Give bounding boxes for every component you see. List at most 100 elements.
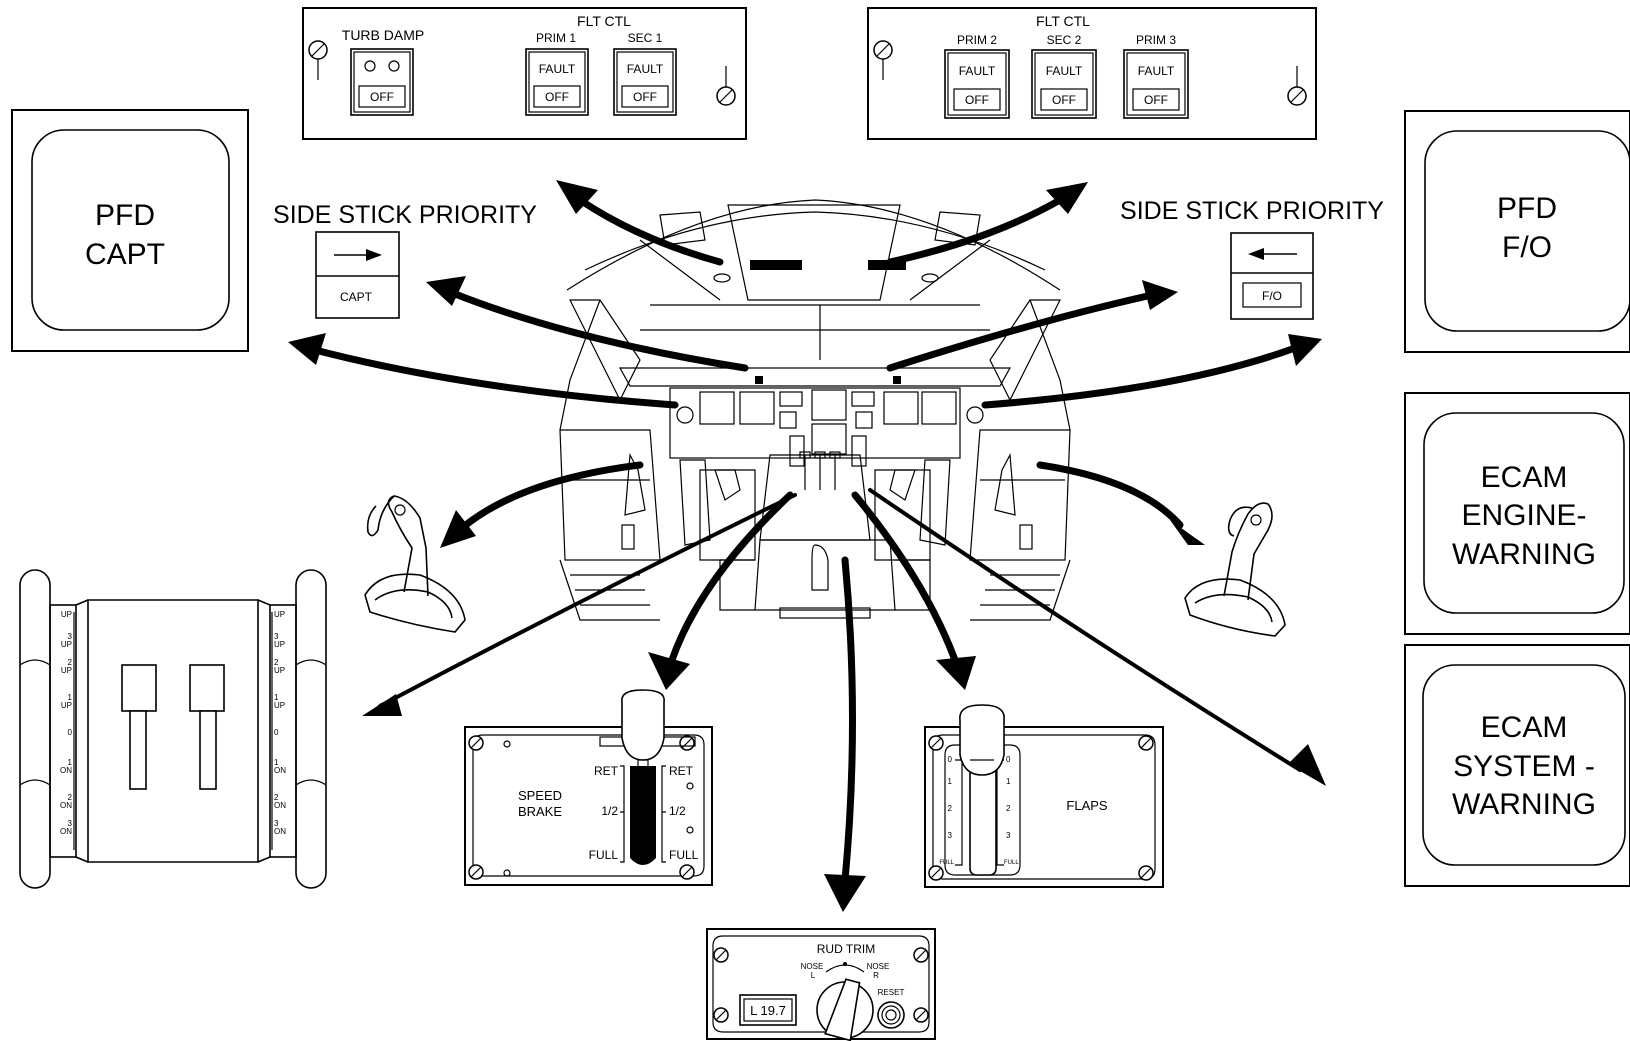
flaps-tick-full-right: FULL [1004,860,1019,866]
rud-trim-nose-l: NOSE [801,962,824,971]
trim-scale-label: UP [274,666,285,675]
flaps-panel: 0 1 2 3 FULL 0 1 2 3 FULL FLAPS [925,705,1163,887]
trim-scale-label: UP [61,640,72,649]
sec2-fault-label: FAULT [1046,64,1083,78]
speed-brake-panel: SPEED BRAKE RET 1/2 FULL RET 1/2 FULL [465,690,712,885]
trim-scale-label: UP [61,701,72,710]
rud-trim-reset-button[interactable] [878,1002,904,1028]
side-stick-priority-title-right: SIDE STICK PRIORITY [1120,197,1384,225]
ecam-engine-line2: ENGINE- [1461,499,1586,532]
side-stick-priority-capt-button[interactable]: CAPT [316,232,399,318]
pitch-trim-scale-left: UP 3 UP 2 UP 1 UP 0 1 ON 2 ON 3 ON [60,610,74,850]
prim1-button[interactable]: FAULT OFF [526,49,588,115]
rud-trim-title: RUD TRIM [817,942,875,956]
sec2-off-label: OFF [1052,93,1076,107]
turb-damp-button[interactable]: OFF [351,49,413,115]
pfd-capt-line1: PFD [95,199,155,232]
pfd-capt-line2: CAPT [85,238,165,271]
prim3-label: PRIM 3 [1136,33,1176,47]
trim-scale-label: ON [60,801,72,810]
glareshield-marker [755,376,763,384]
ecam-engine-line1: ECAM [1481,461,1568,494]
pitch-trim-lever-left[interactable] [122,665,156,789]
screw-icon [914,1008,928,1022]
trim-scale-label: ON [274,801,286,810]
screw-icon [680,865,694,879]
flaps-label: FLAPS [1066,798,1108,813]
side-stick-priority-fo-button[interactable]: F/O [1231,233,1313,319]
glareshield-marker [893,376,901,384]
side-stick-capt [365,496,465,632]
callout-arrows [288,180,1326,912]
trim-scale-label: UP [274,640,285,649]
pitch-trim-lever-right[interactable] [190,665,224,789]
rud-trim-panel: RUD TRIM NOSE L NOSE R L 19.7 RESET [707,929,935,1040]
speed-brake-half-right: 1/2 [669,804,686,818]
ecam-system-warning-display: ECAM SYSTEM - WARNING [1405,645,1630,886]
flaps-tick-2-left: 2 [948,804,953,813]
screw-icon [469,865,483,879]
flaps-tick-0-right: 0 [1006,755,1011,764]
prim3-off-label: OFF [1144,93,1168,107]
side-stick-priority-title-left: SIDE STICK PRIORITY [273,201,537,229]
ecam-engine-line3: WARNING [1452,538,1596,571]
screw-icon [714,1008,728,1022]
trim-scale-label: UP [274,701,285,710]
prim1-off-label: OFF [545,90,569,104]
pfd-fo-display: PFD F/O [1405,111,1630,352]
trim-scale-label: 0 [68,728,73,737]
rud-trim-center-dot [843,962,847,966]
prim1-fault-label: FAULT [539,62,576,76]
screw-icon [309,41,327,59]
pfd-fo-line2: F/O [1502,231,1552,264]
screw-icon [1139,736,1153,750]
flaps-tick-0-left: 0 [948,755,953,764]
prim3-button[interactable]: FAULT OFF [1124,50,1188,118]
prim2-fault-label: FAULT [959,64,996,78]
ecam-system-line1: ECAM [1481,711,1568,744]
screw-icon [914,948,928,962]
flt-ctl-title-left: FLT CTL [577,13,631,29]
sec2-button[interactable]: FAULT OFF [1032,50,1096,118]
trim-scale-label: ON [60,766,72,775]
prim2-off-label: OFF [965,93,989,107]
screw-icon [929,866,943,880]
flaps-tick-3-right: 3 [1006,831,1011,840]
trim-scale-label: UP [61,666,72,675]
pitch-trim-scale-right: UP 3 UP 2 UP 1 UP 0 1 ON 2 ON 3 ON [272,610,286,850]
speed-brake-half-left: 1/2 [601,804,618,818]
ecam-engine-warning-display: ECAM ENGINE- WARNING [1405,393,1630,634]
speed-brake-label-line1: SPEED [518,788,562,803]
sec2-label: SEC 2 [1047,33,1082,47]
turb-damp-off-label: OFF [370,90,394,104]
rud-trim-display-value: L 19.7 [750,1003,786,1018]
trim-scale-label: ON [60,827,72,836]
side-stick-priority-capt: SIDE STICK PRIORITY CAPT [273,201,537,318]
side-stick-fo-label: F/O [1262,289,1282,303]
rud-trim-nose-r: NOSE [867,962,890,971]
trim-scale-label: UP [274,610,285,619]
sec1-button[interactable]: FAULT OFF [614,49,676,115]
rud-trim-l: L [811,971,816,980]
trim-scale-label: ON [274,766,286,775]
side-stick-fo [1185,503,1285,636]
prim1-label: PRIM 1 [536,31,576,45]
flaps-tick-1-right: 1 [1006,777,1011,786]
speed-brake-full-right: FULL [669,848,699,862]
ecam-system-line3: WARNING [1452,788,1596,821]
screw-icon [717,87,735,105]
screw-icon [714,948,728,962]
trim-scale-label: 0 [274,728,279,737]
flt-ctl-title-right: FLT CTL [1036,13,1090,29]
prim2-button[interactable]: FAULT OFF [945,50,1009,118]
pitch-trim-wheels: UP 3 UP 2 UP 1 UP 0 1 ON 2 ON 3 ON UP 3 … [20,570,326,888]
screw-icon [874,41,892,59]
sec1-label: SEC 1 [628,31,663,45]
rud-trim-reset-label: RESET [878,988,905,997]
flt-ctl-panel-left: FLT CTL TURB DAMP PRIM 1 SEC 1 OFF FAULT… [303,8,746,139]
pfd-capt-display: PFD CAPT [12,110,248,351]
prim2-label: PRIM 2 [957,33,997,47]
screw-icon [929,736,943,750]
flaps-tick-1-left: 1 [948,777,953,786]
